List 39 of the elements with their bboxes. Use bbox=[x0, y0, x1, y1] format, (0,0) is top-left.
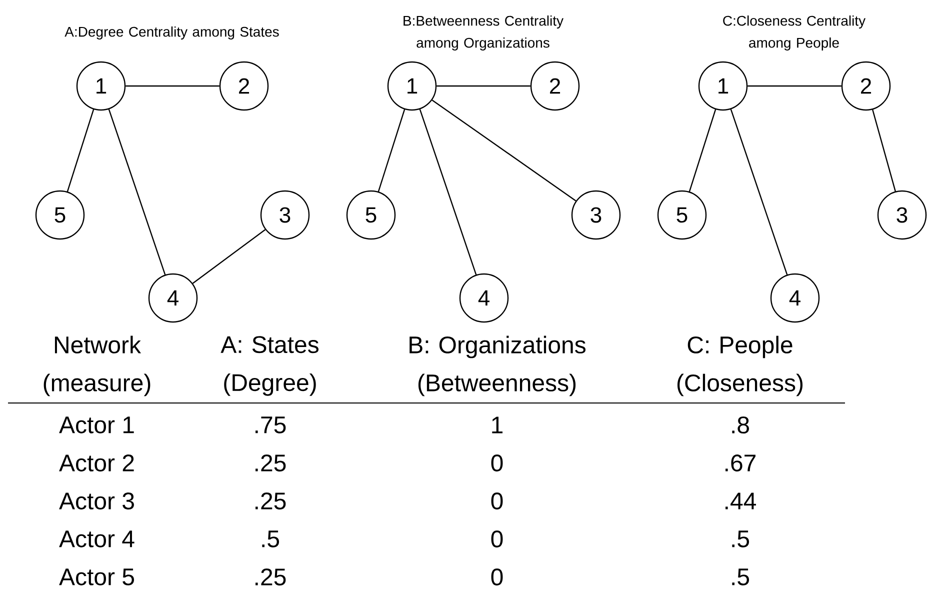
table-value: .25 bbox=[256, 568, 286, 586]
table-value: Actor 1 bbox=[59, 416, 134, 434]
panel-title: C:Closeness Centrality among People bbox=[723, 15, 866, 50]
table-value: .25 bbox=[256, 492, 286, 510]
panel-title: B:Betweenness Centrality among Organizations bbox=[404, 15, 564, 50]
connector-line bbox=[419, 109, 477, 275]
table-value: 0 bbox=[491, 530, 503, 548]
column-header: C: People (Closeness) bbox=[677, 336, 802, 396]
table-value: .5 bbox=[262, 530, 280, 548]
table-value: Actor 5 bbox=[59, 568, 134, 586]
connector-line bbox=[432, 100, 576, 202]
connector-line bbox=[688, 109, 716, 192]
table-value: 0 bbox=[491, 454, 503, 472]
column-header: A: States (Degree) bbox=[220, 336, 318, 396]
connector-line bbox=[192, 229, 266, 284]
table-value: .67 bbox=[726, 454, 756, 472]
table-value: 0 bbox=[491, 568, 503, 586]
column-header: B: Organizations (Betweenness) bbox=[410, 336, 586, 396]
connector-line bbox=[730, 109, 788, 275]
table-value: Actor 2 bbox=[59, 454, 134, 472]
table-value: .44 bbox=[726, 492, 756, 510]
table-value: .25 bbox=[256, 454, 286, 472]
connector-line bbox=[748, 85, 842, 87]
table-value: .75 bbox=[256, 416, 286, 434]
connector-line bbox=[66, 109, 94, 192]
table-value: 1 bbox=[492, 416, 502, 434]
connector-line bbox=[108, 109, 166, 275]
table-value: 0 bbox=[491, 492, 503, 510]
table-value: .5 bbox=[732, 530, 749, 548]
table-value: .5 bbox=[732, 568, 749, 586]
connector-line bbox=[378, 109, 406, 192]
table-value: Actor 3 bbox=[59, 492, 134, 510]
connector-line bbox=[436, 85, 530, 87]
panel-title: A:Degree Centrality among States bbox=[64, 26, 279, 40]
table-value: Actor 4 bbox=[59, 530, 134, 548]
column-header: Network (measure) bbox=[44, 336, 150, 396]
connector-line bbox=[126, 85, 220, 87]
table-value: .8 bbox=[732, 416, 749, 434]
connector-line bbox=[872, 110, 896, 192]
